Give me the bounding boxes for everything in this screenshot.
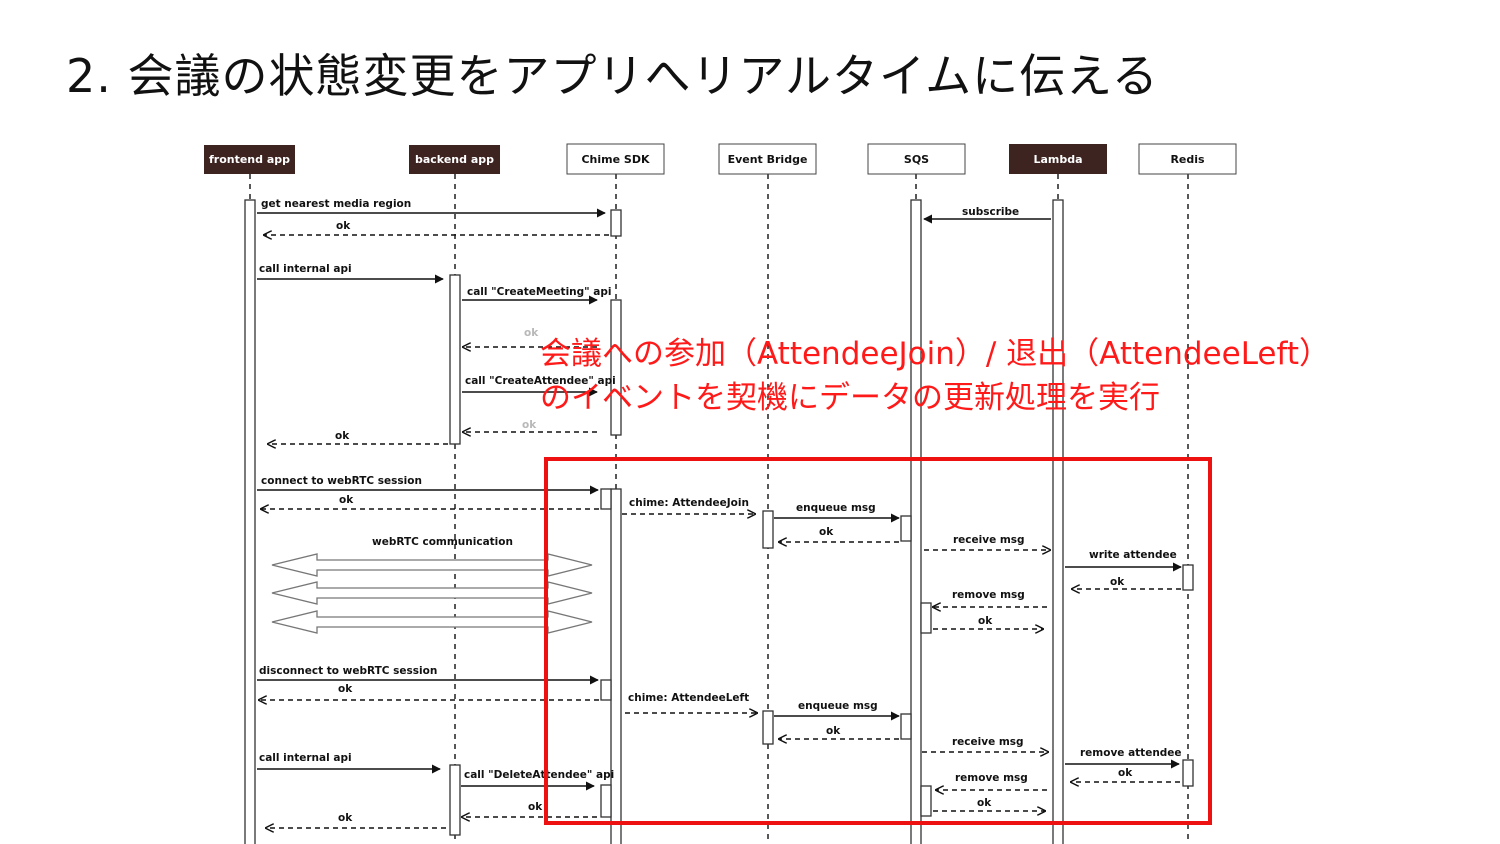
- webrtc-double-arrows: [271, 553, 593, 634]
- label-call-internal-2: call internal api: [259, 752, 352, 764]
- label-call-internal-1: call internal api: [259, 263, 352, 275]
- svg-text:frontend app: frontend app: [209, 153, 290, 166]
- label-create-meeting: call "CreateMeeting" api: [467, 286, 612, 298]
- label-ok-enqueue-2: ok: [826, 725, 841, 737]
- label-receive-1: receive msg: [953, 534, 1025, 546]
- participant-headers: frontend app backend app Chime SDK Event…: [204, 143, 1237, 175]
- activation-sqs-2: [900, 713, 912, 740]
- label-ok-create-meeting: ok: [524, 327, 539, 339]
- activation-chime-region: [610, 209, 622, 237]
- participant-backend: backend app: [409, 145, 500, 174]
- label-disconnect: disconnect to webRTC session: [259, 665, 437, 677]
- svg-text:Chime SDK: Chime SDK: [581, 153, 649, 166]
- svg-text:backend app: backend app: [415, 153, 494, 166]
- svg-text:SQS: SQS: [904, 153, 929, 166]
- highlight-frame: [544, 457, 1212, 825]
- activation-sqs-remove-2: [920, 785, 932, 817]
- label-ok-remove-2: ok: [977, 797, 992, 809]
- activation-chime-create: [610, 299, 622, 436]
- label-enqueue-1: enqueue msg: [796, 502, 876, 514]
- activation-eventbridge-1: [762, 510, 774, 549]
- label-remove-msg-2: remove msg: [955, 772, 1028, 784]
- activation-bars: [244, 199, 1194, 844]
- label-receive-2: receive msg: [952, 736, 1024, 748]
- label-ok-connect: ok: [339, 494, 354, 506]
- activation-redis-1: [1182, 564, 1194, 591]
- activation-backend-2: [449, 764, 461, 836]
- label-ok-remove-1: ok: [978, 615, 993, 627]
- activation-backend-1: [449, 274, 461, 445]
- participant-eventbridge: Event Bridge: [718, 143, 817, 175]
- message-labels: get nearest media region ok subscribe ca…: [259, 198, 1182, 824]
- messages: [257, 208, 1182, 828]
- participant-sqs: SQS: [867, 143, 966, 175]
- label-webrtc-comm: webRTC communication: [372, 536, 513, 548]
- activation-redis-2: [1182, 759, 1194, 787]
- activation-chime-join: [600, 488, 612, 510]
- activation-chime-session: [610, 488, 622, 844]
- label-enqueue-2: enqueue msg: [798, 700, 878, 712]
- webrtc-arrow-2: [271, 581, 593, 605]
- label-subscribe: subscribe: [962, 206, 1019, 218]
- activation-frontend: [244, 199, 256, 844]
- participant-lambda: Lambda: [1009, 144, 1107, 174]
- slide-title: 2. 会議の状態変更をアプリへリアルタイムに伝える: [66, 49, 1159, 103]
- activation-chime-leave: [600, 679, 612, 701]
- label-delete-attendee: call "DeleteAttendee" api: [464, 769, 614, 781]
- label-ok-write: ok: [1110, 576, 1125, 588]
- label-ok-delete: ok: [528, 801, 543, 813]
- label-write-attendee: write attendee: [1089, 549, 1177, 561]
- callout-line-2: のイベントを契機にデータの更新処理を実行: [540, 380, 1160, 416]
- label-ok-remove-attendee: ok: [1118, 767, 1133, 779]
- participant-chime: Chime SDK: [566, 143, 665, 175]
- label-attendee-left: chime: AttendeeLeft: [628, 692, 749, 704]
- label-remove-msg-1: remove msg: [952, 589, 1025, 601]
- label-get-region: get nearest media region: [261, 198, 411, 210]
- activation-sqs-remove-1: [920, 602, 932, 634]
- activation-eventbridge-2: [762, 710, 774, 745]
- label-attendee-join: chime: AttendeeJoin: [629, 497, 749, 509]
- label-ok-internal-1: ok: [335, 430, 350, 442]
- svg-text:Redis: Redis: [1170, 153, 1205, 166]
- participant-frontend: frontend app: [204, 145, 295, 174]
- label-ok-internal-2: ok: [338, 812, 353, 824]
- label-connect: connect to webRTC session: [261, 475, 422, 487]
- label-create-attendee: call "CreateAttendee" api: [465, 375, 616, 387]
- label-ok-region: ok: [336, 220, 351, 232]
- webrtc-arrow-3: [271, 610, 593, 634]
- callout-line-1: 会議への参加（AttendeeJoin）/ 退出（AttendeeLeft）: [540, 336, 1331, 372]
- label-ok-create-attendee: ok: [522, 419, 537, 431]
- label-ok-disconnect: ok: [338, 683, 353, 695]
- label-remove-attendee: remove attendee: [1080, 747, 1182, 759]
- svg-text:Lambda: Lambda: [1033, 153, 1082, 166]
- participant-redis: Redis: [1138, 143, 1237, 175]
- webrtc-arrow-1: [271, 553, 593, 577]
- callout-note: 会議への参加（AttendeeJoin）/ 退出（AttendeeLeft） の…: [540, 332, 1330, 420]
- label-ok-enqueue-1: ok: [819, 526, 834, 538]
- svg-text:Event Bridge: Event Bridge: [728, 153, 808, 166]
- activation-sqs-1: [900, 515, 912, 542]
- activation-chime-delete: [600, 784, 612, 818]
- activation-lambda: [1052, 199, 1064, 844]
